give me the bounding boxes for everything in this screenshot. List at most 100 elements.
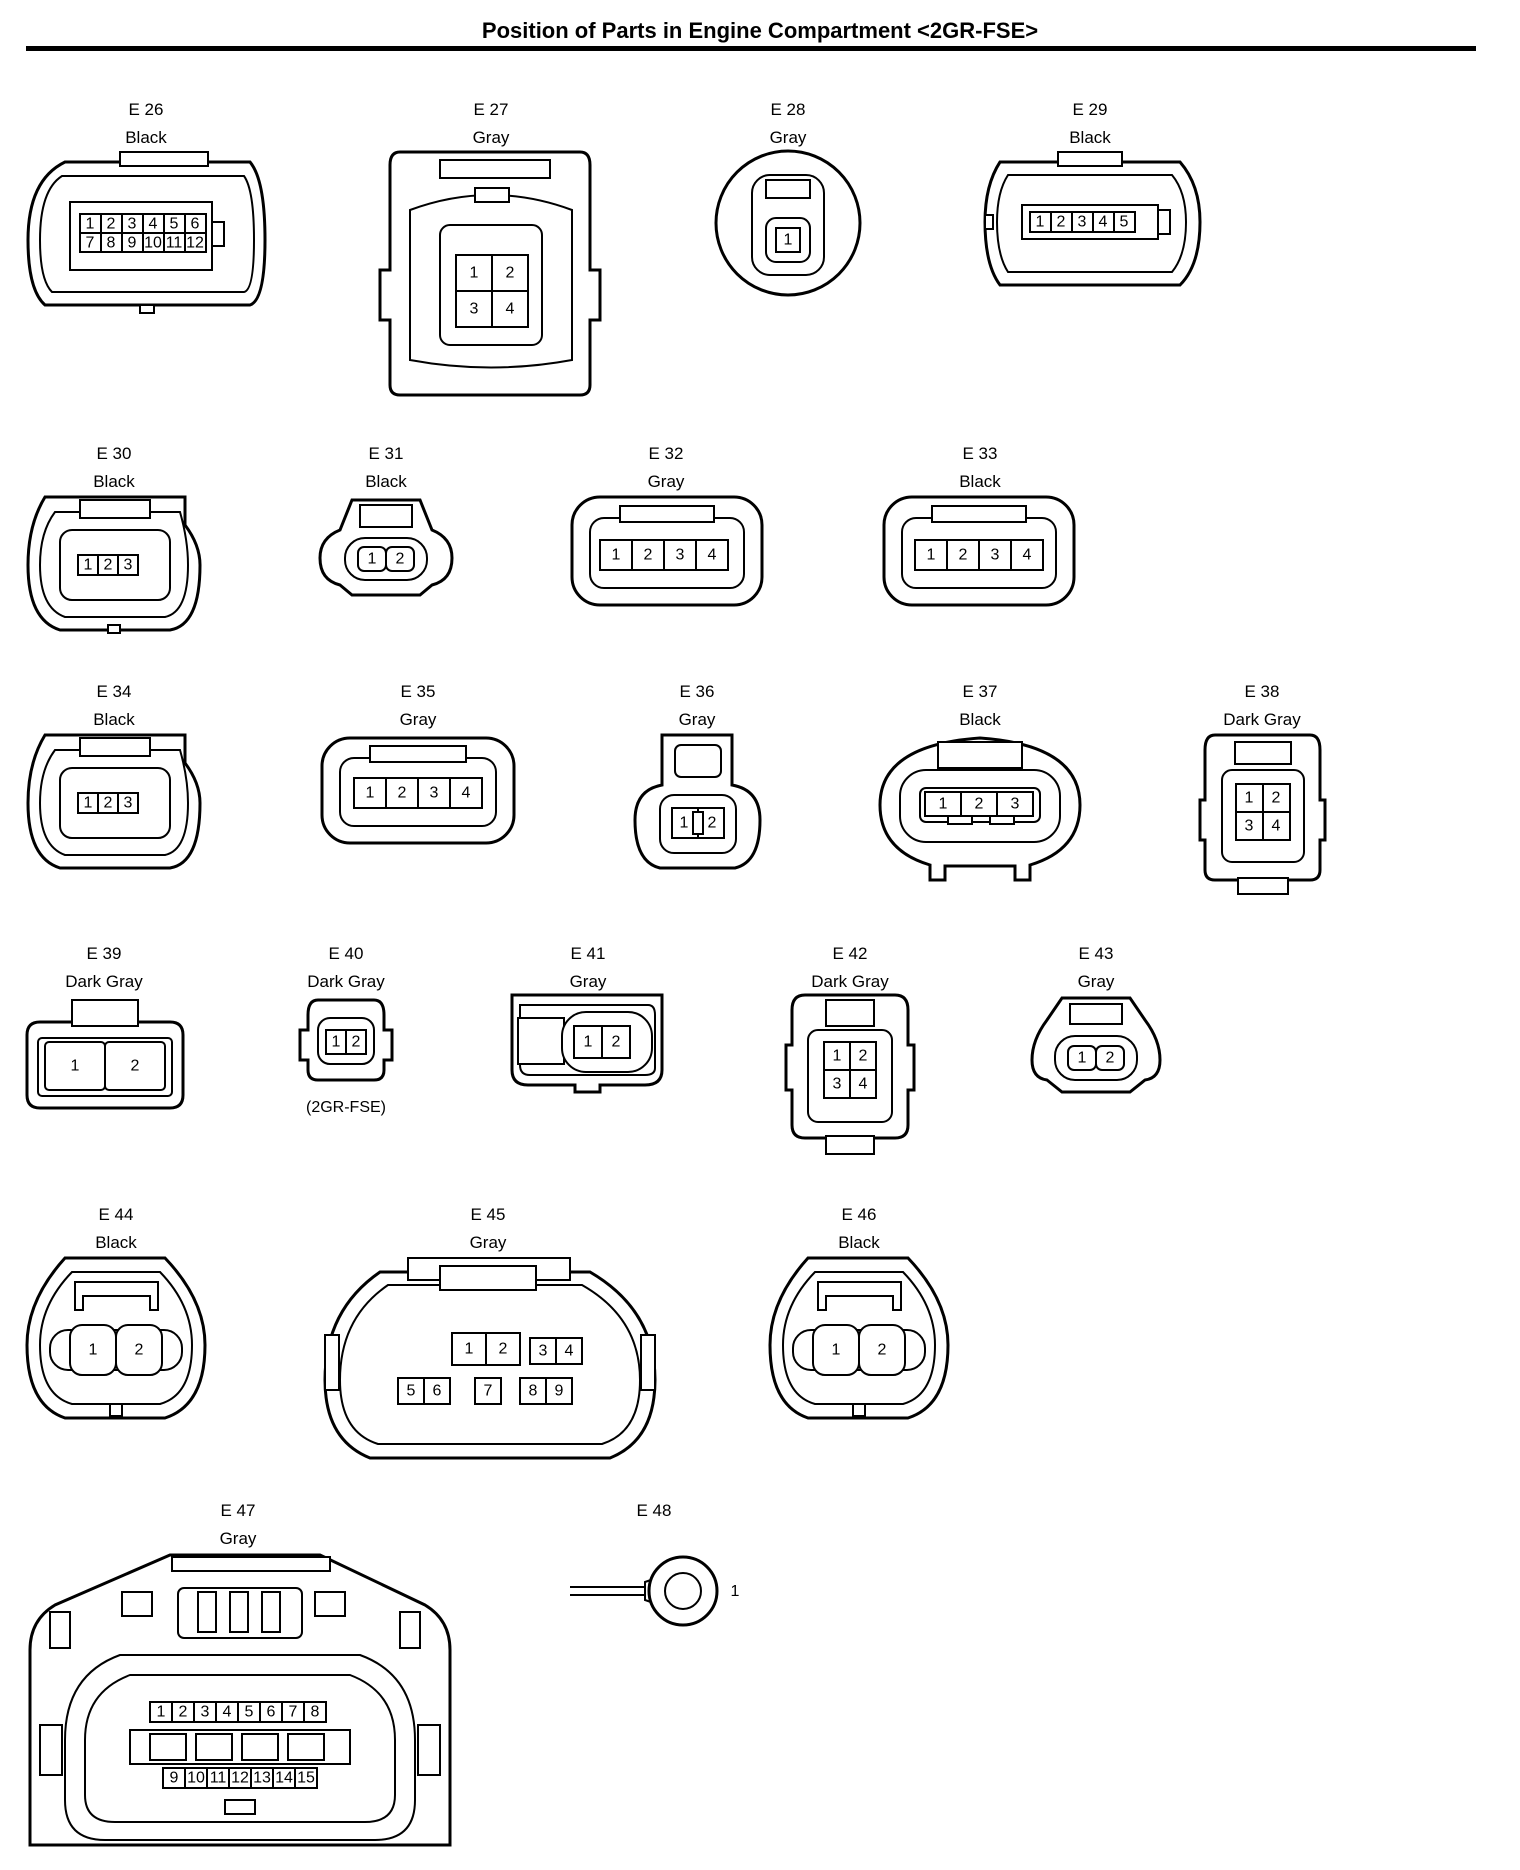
connector-e27: E 27 Gray 1 2 3 4 [378, 100, 602, 397]
pin-label: 9 [555, 1383, 564, 1400]
connector-code: E 29 [1073, 100, 1108, 119]
pin-label: 2 [179, 1704, 188, 1721]
pin-label: 3 [128, 216, 137, 233]
connector-e33: E 33 Black 1 2 3 4 [882, 444, 1076, 607]
pin-label: 7 [289, 1704, 298, 1721]
pin-label: 2 [1106, 1050, 1115, 1067]
connector-code: E 28 [771, 100, 806, 119]
pin-label: 1 [89, 1342, 98, 1359]
pin-grid: 1 2 3 4 5 6 7 8 9 [397, 1332, 583, 1405]
pin-label: 6 [191, 216, 200, 233]
pin-label: 8 [529, 1383, 538, 1400]
connector-color: Black [93, 472, 135, 491]
connector-code: E 31 [369, 444, 404, 463]
pin-label: 1 [832, 1342, 841, 1359]
pin-label: 2 [878, 1342, 887, 1359]
pin-label: 1 [86, 216, 95, 233]
pin-grid: 1 2 3 4 5 [1029, 211, 1136, 233]
connector-e46: E 46 Black 1 2 [768, 1205, 950, 1420]
pin-label: 1 [366, 785, 375, 802]
connector-color: Dark Gray [1223, 710, 1301, 729]
connector-e36: E 36 Gray 1 2 [633, 682, 762, 870]
connector-code: E 33 [963, 444, 998, 463]
pin-label: 7 [484, 1383, 493, 1400]
connector-color: Gray [400, 710, 437, 729]
pin-label: 3 [124, 557, 133, 574]
pin-label: 7 [86, 235, 95, 252]
connector-e43: E 43 Gray 1 2 [1030, 944, 1162, 1094]
pin-grid: 1 2 3 [77, 554, 139, 576]
pin-cell [775, 227, 801, 253]
connector-code: E 45 [471, 1205, 506, 1224]
pin-label: 4 [506, 301, 515, 318]
connector-e26: E 26 Black 1 2 3 4 5 6 7 8 9 10 11 12 [26, 100, 267, 314]
connector-e34: E 34 Black 1 2 3 [26, 682, 202, 870]
pin-label: 3 [539, 1343, 548, 1360]
connector-color: Black [95, 1233, 137, 1252]
pin-label: 5 [170, 216, 179, 233]
pin-label: 2 [131, 1058, 140, 1075]
pin-label: 2 [499, 1341, 508, 1358]
pin-grid: 1 2 3 4 [599, 539, 729, 571]
connector-code: E 36 [680, 682, 715, 701]
connector-note: (2GR-FSE) [306, 1099, 386, 1116]
pin-label: 1 [833, 1048, 842, 1065]
pin-label: 3 [991, 547, 1000, 564]
connector-code: E 30 [97, 444, 132, 463]
connector-color: Gray [648, 472, 685, 491]
pin-label: 3 [833, 1076, 842, 1093]
connector-color: Dark Gray [811, 972, 889, 991]
connector-code: E 44 [99, 1205, 134, 1224]
connector-color: Gray [679, 710, 716, 729]
pin-label: 1 [584, 1034, 593, 1051]
connector-color: Black [93, 710, 135, 729]
pin-grid: 1 2 3 4 5 6 7 8 9 10 11 12 [79, 213, 207, 253]
pin-label: 2 [859, 1048, 868, 1065]
pin-label: 1 [1078, 1050, 1087, 1067]
pin-label: 9 [170, 1770, 179, 1787]
title-rule [26, 46, 1476, 51]
pin-grid: 1 2 3 [924, 791, 1034, 817]
connector-code: E 47 [221, 1501, 256, 1520]
connector-color: Gray [470, 1233, 507, 1252]
connector-color: Black [125, 128, 167, 147]
pin-label: 4 [1272, 818, 1281, 835]
pin-label: 1 [927, 547, 936, 564]
pin-label: 2 [135, 1342, 144, 1359]
pin-label: 12 [231, 1770, 249, 1787]
pin-label: 4 [149, 216, 158, 233]
pin-label: 1 [784, 232, 793, 249]
pin-label: 1 [939, 796, 948, 813]
connector-code: E 41 [571, 944, 606, 963]
pin-grid: 1 2 3 4 [353, 777, 483, 809]
connector-code: E 48 [637, 1501, 672, 1520]
pin-label: 6 [433, 1383, 442, 1400]
pin-label: 4 [708, 547, 717, 564]
connector-code: E 40 [329, 944, 364, 963]
pin-grid: 1 2 [573, 1025, 631, 1059]
pin-grid: 1 2 [812, 1324, 906, 1376]
connector-e41: E 41 Gray 1 2 [510, 944, 664, 1094]
pin-label: 15 [297, 1770, 315, 1787]
connector-e44: E 44 Black 1 2 [25, 1205, 207, 1420]
connector-code: E 26 [129, 100, 164, 119]
connector-e39: E 39 Dark Gray 1 2 [25, 944, 185, 1110]
pin-label: 2 [1057, 214, 1066, 231]
connector-e47: E 47 Gray 1 2 3 4 5 6 [28, 1501, 452, 1847]
pin-label: 1 [612, 547, 621, 564]
pin-label: 1 [680, 815, 689, 832]
pin-grid: 1 2 [1067, 1045, 1125, 1071]
pin-label: 2 [708, 815, 717, 832]
connector-e37: E 37 Black 1 2 3 [878, 682, 1082, 882]
connector-code: E 37 [963, 682, 998, 701]
pin-label: 11 [166, 235, 183, 252]
pin-label: 2 [975, 796, 984, 813]
pin-label: 1 [368, 551, 377, 568]
connector-e35: E 35 Gray 1 2 3 4 [320, 682, 516, 845]
pin-grid: 1 2 [44, 1041, 166, 1091]
pin-grid: 1 2 [325, 1029, 367, 1055]
pin-grid: 1 2 [357, 546, 415, 572]
pin-label: 2 [612, 1034, 621, 1051]
connector-e42: E 42 Dark Gray 1 2 3 4 [784, 944, 916, 1155]
